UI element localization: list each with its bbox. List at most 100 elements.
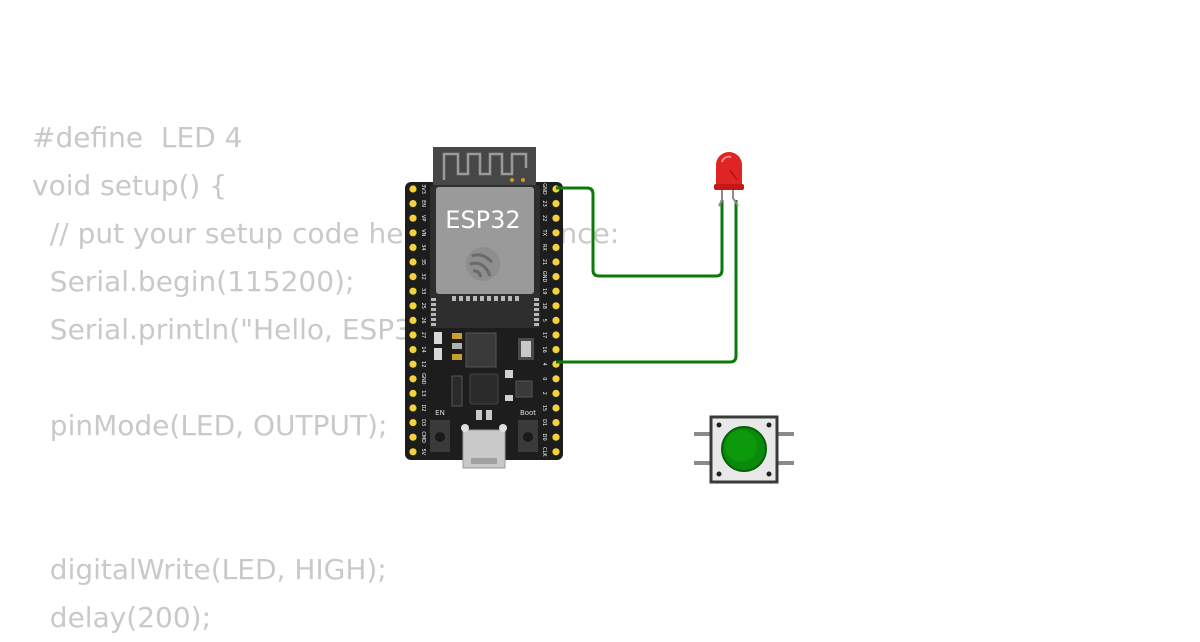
header-pin[interactable]	[409, 331, 417, 339]
pin-label: 23	[541, 200, 547, 206]
wire-gnd-to-led[interactable]	[556, 186, 724, 278]
chip-label: ESP32	[445, 206, 520, 234]
pin-label: GND	[541, 183, 547, 195]
header-pin[interactable]	[409, 316, 417, 324]
module-pad	[452, 296, 456, 301]
module-pad	[431, 323, 436, 326]
pin-label: 2	[541, 392, 547, 395]
wire-pin4-to-led[interactable]	[556, 200, 738, 364]
header-pin[interactable]	[409, 404, 417, 412]
pin-label: D0	[541, 434, 547, 441]
pin-label: 27	[420, 332, 426, 338]
header-pin[interactable]	[409, 375, 417, 383]
header-pin[interactable]	[409, 273, 417, 281]
header-pin[interactable]	[552, 302, 560, 310]
pin-label: GND	[541, 271, 547, 283]
pin-label: TX	[541, 229, 547, 237]
antenna-trace-icon	[442, 152, 528, 180]
header-pin[interactable]	[409, 258, 417, 266]
pin-label: 33	[420, 288, 426, 294]
header-pin[interactable]	[409, 243, 417, 251]
header-pin[interactable]	[409, 200, 417, 208]
header-pin[interactable]	[552, 419, 560, 427]
module-pad	[431, 298, 436, 301]
module-pad	[466, 296, 470, 301]
pin-label: 32	[420, 273, 426, 279]
header-pin[interactable]	[409, 185, 417, 193]
module-pad	[431, 308, 436, 311]
pin-label: CMD	[420, 431, 426, 443]
header-pin[interactable]	[409, 214, 417, 222]
header-pin[interactable]	[409, 389, 417, 397]
en-button-label: EN	[435, 409, 445, 417]
pin-label: 21	[541, 259, 547, 265]
code-line: #define LED 4	[32, 121, 243, 154]
header-pin[interactable]	[552, 375, 560, 383]
pin-label: D3	[420, 419, 426, 426]
module-pad	[487, 296, 491, 301]
module-pad	[534, 323, 539, 326]
pin-header-left: 3V3ENVPVN343532332526271412GND13D2D3CMD5…	[409, 184, 426, 456]
header-pin[interactable]	[409, 346, 417, 354]
pin-label: 25	[420, 303, 426, 309]
module-pad	[431, 303, 436, 306]
module-pad	[534, 308, 539, 311]
header-pin[interactable]	[409, 287, 417, 295]
header-pin[interactable]	[552, 346, 560, 354]
header-pin[interactable]	[552, 258, 560, 266]
header-pin[interactable]	[409, 448, 417, 456]
pin-label: GND	[420, 373, 426, 385]
esp32-board[interactable]: ESP32 3V3ENVPVN343532332526271412GND13D2…	[405, 147, 563, 469]
code-line: delay(200);	[32, 601, 212, 634]
module-pads	[431, 296, 539, 326]
pin-label: 14	[420, 346, 426, 352]
module-pad	[534, 303, 539, 306]
pin-label: 35	[420, 259, 426, 265]
header-pin[interactable]	[552, 229, 560, 237]
header-pin[interactable]	[409, 229, 417, 237]
pin-label: CLK	[541, 447, 547, 457]
led-anode-leg	[732, 190, 739, 207]
code-line: digitalWrite(LED, HIGH);	[32, 553, 387, 586]
header-pin[interactable]	[552, 287, 560, 295]
header-pin[interactable]	[552, 331, 560, 339]
module-pad	[431, 318, 436, 321]
header-pin[interactable]	[409, 302, 417, 310]
en-button[interactable]: EN	[430, 409, 450, 452]
pin-label: D2	[420, 404, 426, 411]
boot-button[interactable]: Boot	[518, 409, 538, 452]
boot-button-label: Boot	[520, 409, 536, 417]
header-pin[interactable]	[552, 389, 560, 397]
pin-label: 5	[541, 319, 547, 322]
module-pad	[501, 296, 505, 301]
header-pin[interactable]	[552, 243, 560, 251]
module-pad	[534, 313, 539, 316]
module-pad	[473, 296, 477, 301]
module-pad	[494, 296, 498, 301]
header-pin[interactable]	[552, 404, 560, 412]
pin-label: 5V	[420, 448, 426, 455]
header-pin[interactable]	[552, 200, 560, 208]
header-pin[interactable]	[409, 360, 417, 368]
header-pin[interactable]	[552, 214, 560, 222]
header-pin[interactable]	[409, 433, 417, 441]
module-pad	[431, 313, 436, 316]
pin-label: RX	[541, 244, 547, 251]
header-pin[interactable]	[409, 419, 417, 427]
pin-label: 18	[541, 303, 547, 309]
module-pad	[459, 296, 463, 301]
header-pin[interactable]	[552, 273, 560, 281]
module-pad	[508, 296, 512, 301]
pin-label: VN	[420, 229, 426, 236]
push-button[interactable]	[694, 415, 794, 484]
header-pin[interactable]	[552, 433, 560, 441]
micro-usb-connector	[461, 424, 507, 469]
header-pin[interactable]	[552, 448, 560, 456]
led-red[interactable]	[714, 152, 744, 207]
header-pin[interactable]	[552, 316, 560, 324]
pin-label: EN	[420, 200, 426, 207]
code-line: Serial.begin(115200);	[32, 265, 355, 298]
pin-label: 3V3	[420, 184, 426, 194]
pin-label: D1	[541, 419, 547, 426]
pin-label: 22	[541, 215, 547, 221]
